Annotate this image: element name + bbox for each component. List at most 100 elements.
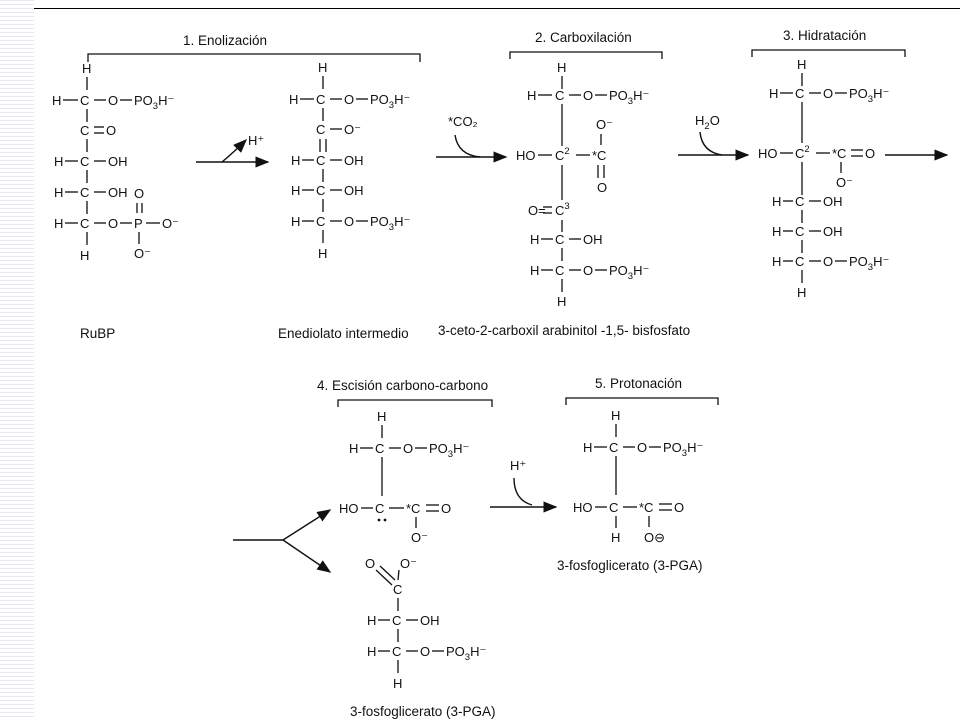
- svg-text:C: C: [555, 232, 564, 247]
- svg-text:OH: OH: [108, 154, 128, 169]
- svg-text:O⁻: O⁻: [344, 122, 361, 137]
- svg-text:*CO₂: *CO₂: [448, 114, 478, 129]
- arrow-hidratacion: H2O: [678, 113, 750, 161]
- svg-text:O: O: [637, 440, 647, 455]
- svg-text:H: H: [527, 88, 536, 103]
- svg-text:O: O: [420, 644, 430, 659]
- svg-text:1. Enolización: 1. Enolización: [183, 33, 267, 48]
- svg-text:HO: HO: [516, 148, 536, 163]
- svg-text:C: C: [316, 214, 325, 229]
- svg-text:O: O: [106, 123, 116, 138]
- caption-ceto: 3-ceto-2-carboxil arabinitol -1,5- bisfo…: [438, 323, 690, 338]
- svg-text:O: O: [108, 93, 118, 108]
- svg-text:C: C: [795, 86, 804, 101]
- ceto-intermediate-structure: H H C O PO3H⁻ HO C2 *C O⁻ O O= C3 H C OH…: [516, 60, 649, 309]
- step-header-hidratacion: 3. Hidratación: [751, 28, 906, 57]
- svg-text:H: H: [349, 441, 358, 456]
- svg-text:H: H: [530, 232, 539, 247]
- carbanion-structure: H H C O PO3H⁻ HO C *C O O⁻: [339, 409, 469, 545]
- svg-text:OH: OH: [344, 153, 364, 168]
- svg-text:O: O: [403, 441, 413, 456]
- svg-text:C: C: [795, 254, 804, 269]
- svg-text:H: H: [80, 248, 89, 263]
- svg-text:C: C: [316, 92, 325, 107]
- svg-text:H: H: [772, 254, 781, 269]
- svg-text:PO3H⁻: PO3H⁻: [849, 86, 889, 105]
- svg-text:PO3H⁻: PO3H⁻: [609, 88, 649, 107]
- svg-text:O⁻: O⁻: [836, 175, 853, 190]
- svg-text:O⊖: O⊖: [644, 530, 665, 545]
- svg-text:O: O: [344, 92, 354, 107]
- svg-text:2. Carboxilación: 2. Carboxilación: [535, 30, 632, 45]
- arrow-protonacion: H⁺: [490, 458, 558, 513]
- svg-text:HO: HO: [573, 500, 593, 515]
- svg-text:O: O: [583, 263, 593, 278]
- svg-text:*C: *C: [406, 501, 420, 516]
- caption-pga-right: 3-fosfoglicerato (3-PGA): [557, 558, 703, 573]
- svg-text:*C: *C: [592, 148, 606, 163]
- svg-text:H: H: [393, 676, 402, 691]
- svg-text:O: O: [108, 216, 118, 231]
- svg-text:P: P: [134, 216, 143, 231]
- svg-text:3. Hidratación: 3. Hidratación: [783, 28, 866, 43]
- svg-text:O⁻: O⁻: [162, 216, 179, 231]
- svg-text:O⁻: O⁻: [411, 530, 428, 545]
- svg-text:C: C: [795, 224, 804, 239]
- svg-text:O: O: [823, 254, 833, 269]
- svg-text:C: C: [80, 154, 89, 169]
- svg-text:C: C: [80, 216, 89, 231]
- svg-text:OH: OH: [583, 232, 603, 247]
- svg-text:H: H: [797, 57, 806, 72]
- svg-text:4. Escisión carbono-carbono: 4. Escisión carbono-carbono: [317, 378, 488, 393]
- svg-text:H: H: [291, 214, 300, 229]
- svg-text:H: H: [291, 153, 300, 168]
- svg-text:C: C: [555, 88, 564, 103]
- pga-released-structure: O O⁻ C H C OH H C O PO3H⁻ H: [365, 556, 486, 691]
- svg-text:PO3H⁻: PO3H⁻: [370, 214, 410, 233]
- svg-text:PO3H⁻: PO3H⁻: [446, 644, 486, 663]
- step-header-enolizacion: 1. Enolización: [87, 33, 421, 62]
- svg-text:H: H: [611, 408, 620, 423]
- svg-text:H: H: [797, 285, 806, 300]
- svg-text:H2O: H2O: [695, 113, 720, 132]
- svg-text:H: H: [291, 183, 300, 198]
- svg-text:C: C: [555, 263, 564, 278]
- svg-text:PO3H⁻: PO3H⁻: [134, 93, 174, 112]
- svg-text:C: C: [392, 644, 401, 659]
- svg-text:OH: OH: [344, 183, 364, 198]
- svg-text:C: C: [375, 441, 384, 456]
- hydrated-intermediate-structure: H H C O PO3H⁻ HO C2 *C O O⁻ H C OH H C O…: [758, 57, 889, 300]
- svg-text:H: H: [583, 440, 592, 455]
- step-header-carboxilacion: 2. Carboxilación: [509, 30, 663, 59]
- svg-text:H: H: [367, 613, 376, 628]
- caption-enediolato: Enediolato intermedio: [278, 326, 409, 341]
- svg-text:C: C: [795, 194, 804, 209]
- svg-text:C: C: [392, 613, 401, 628]
- svg-text:PO3H⁻: PO3H⁻: [609, 263, 649, 282]
- svg-text:H: H: [289, 92, 298, 107]
- svg-text:OH: OH: [420, 613, 440, 628]
- svg-text:PO3H⁻: PO3H⁻: [429, 441, 469, 460]
- svg-text:H: H: [557, 60, 566, 75]
- svg-text:C: C: [316, 183, 325, 198]
- svg-text:O: O: [823, 86, 833, 101]
- svg-text:H: H: [769, 86, 778, 101]
- svg-text:HO: HO: [758, 146, 778, 161]
- svg-text:O⁻: O⁻: [134, 246, 151, 261]
- svg-text:PO3H⁻: PO3H⁻: [849, 254, 889, 273]
- svg-text:C: C: [80, 93, 89, 108]
- svg-text:C: C: [316, 153, 325, 168]
- svg-text:O: O: [365, 556, 375, 571]
- svg-text:H: H: [54, 216, 63, 231]
- svg-text:C: C: [80, 123, 89, 138]
- left-margin-stripe: [0, 0, 34, 720]
- svg-text:C: C: [609, 440, 618, 455]
- svg-text:O: O: [583, 88, 593, 103]
- svg-text:*C: *C: [832, 146, 846, 161]
- svg-text:C: C: [393, 582, 402, 597]
- arrow-enolizacion: H⁺: [196, 133, 270, 168]
- svg-text:C2: C2: [555, 146, 570, 163]
- svg-text:H: H: [54, 185, 63, 200]
- arrow-escision: [233, 509, 332, 573]
- svg-text:O: O: [674, 500, 684, 515]
